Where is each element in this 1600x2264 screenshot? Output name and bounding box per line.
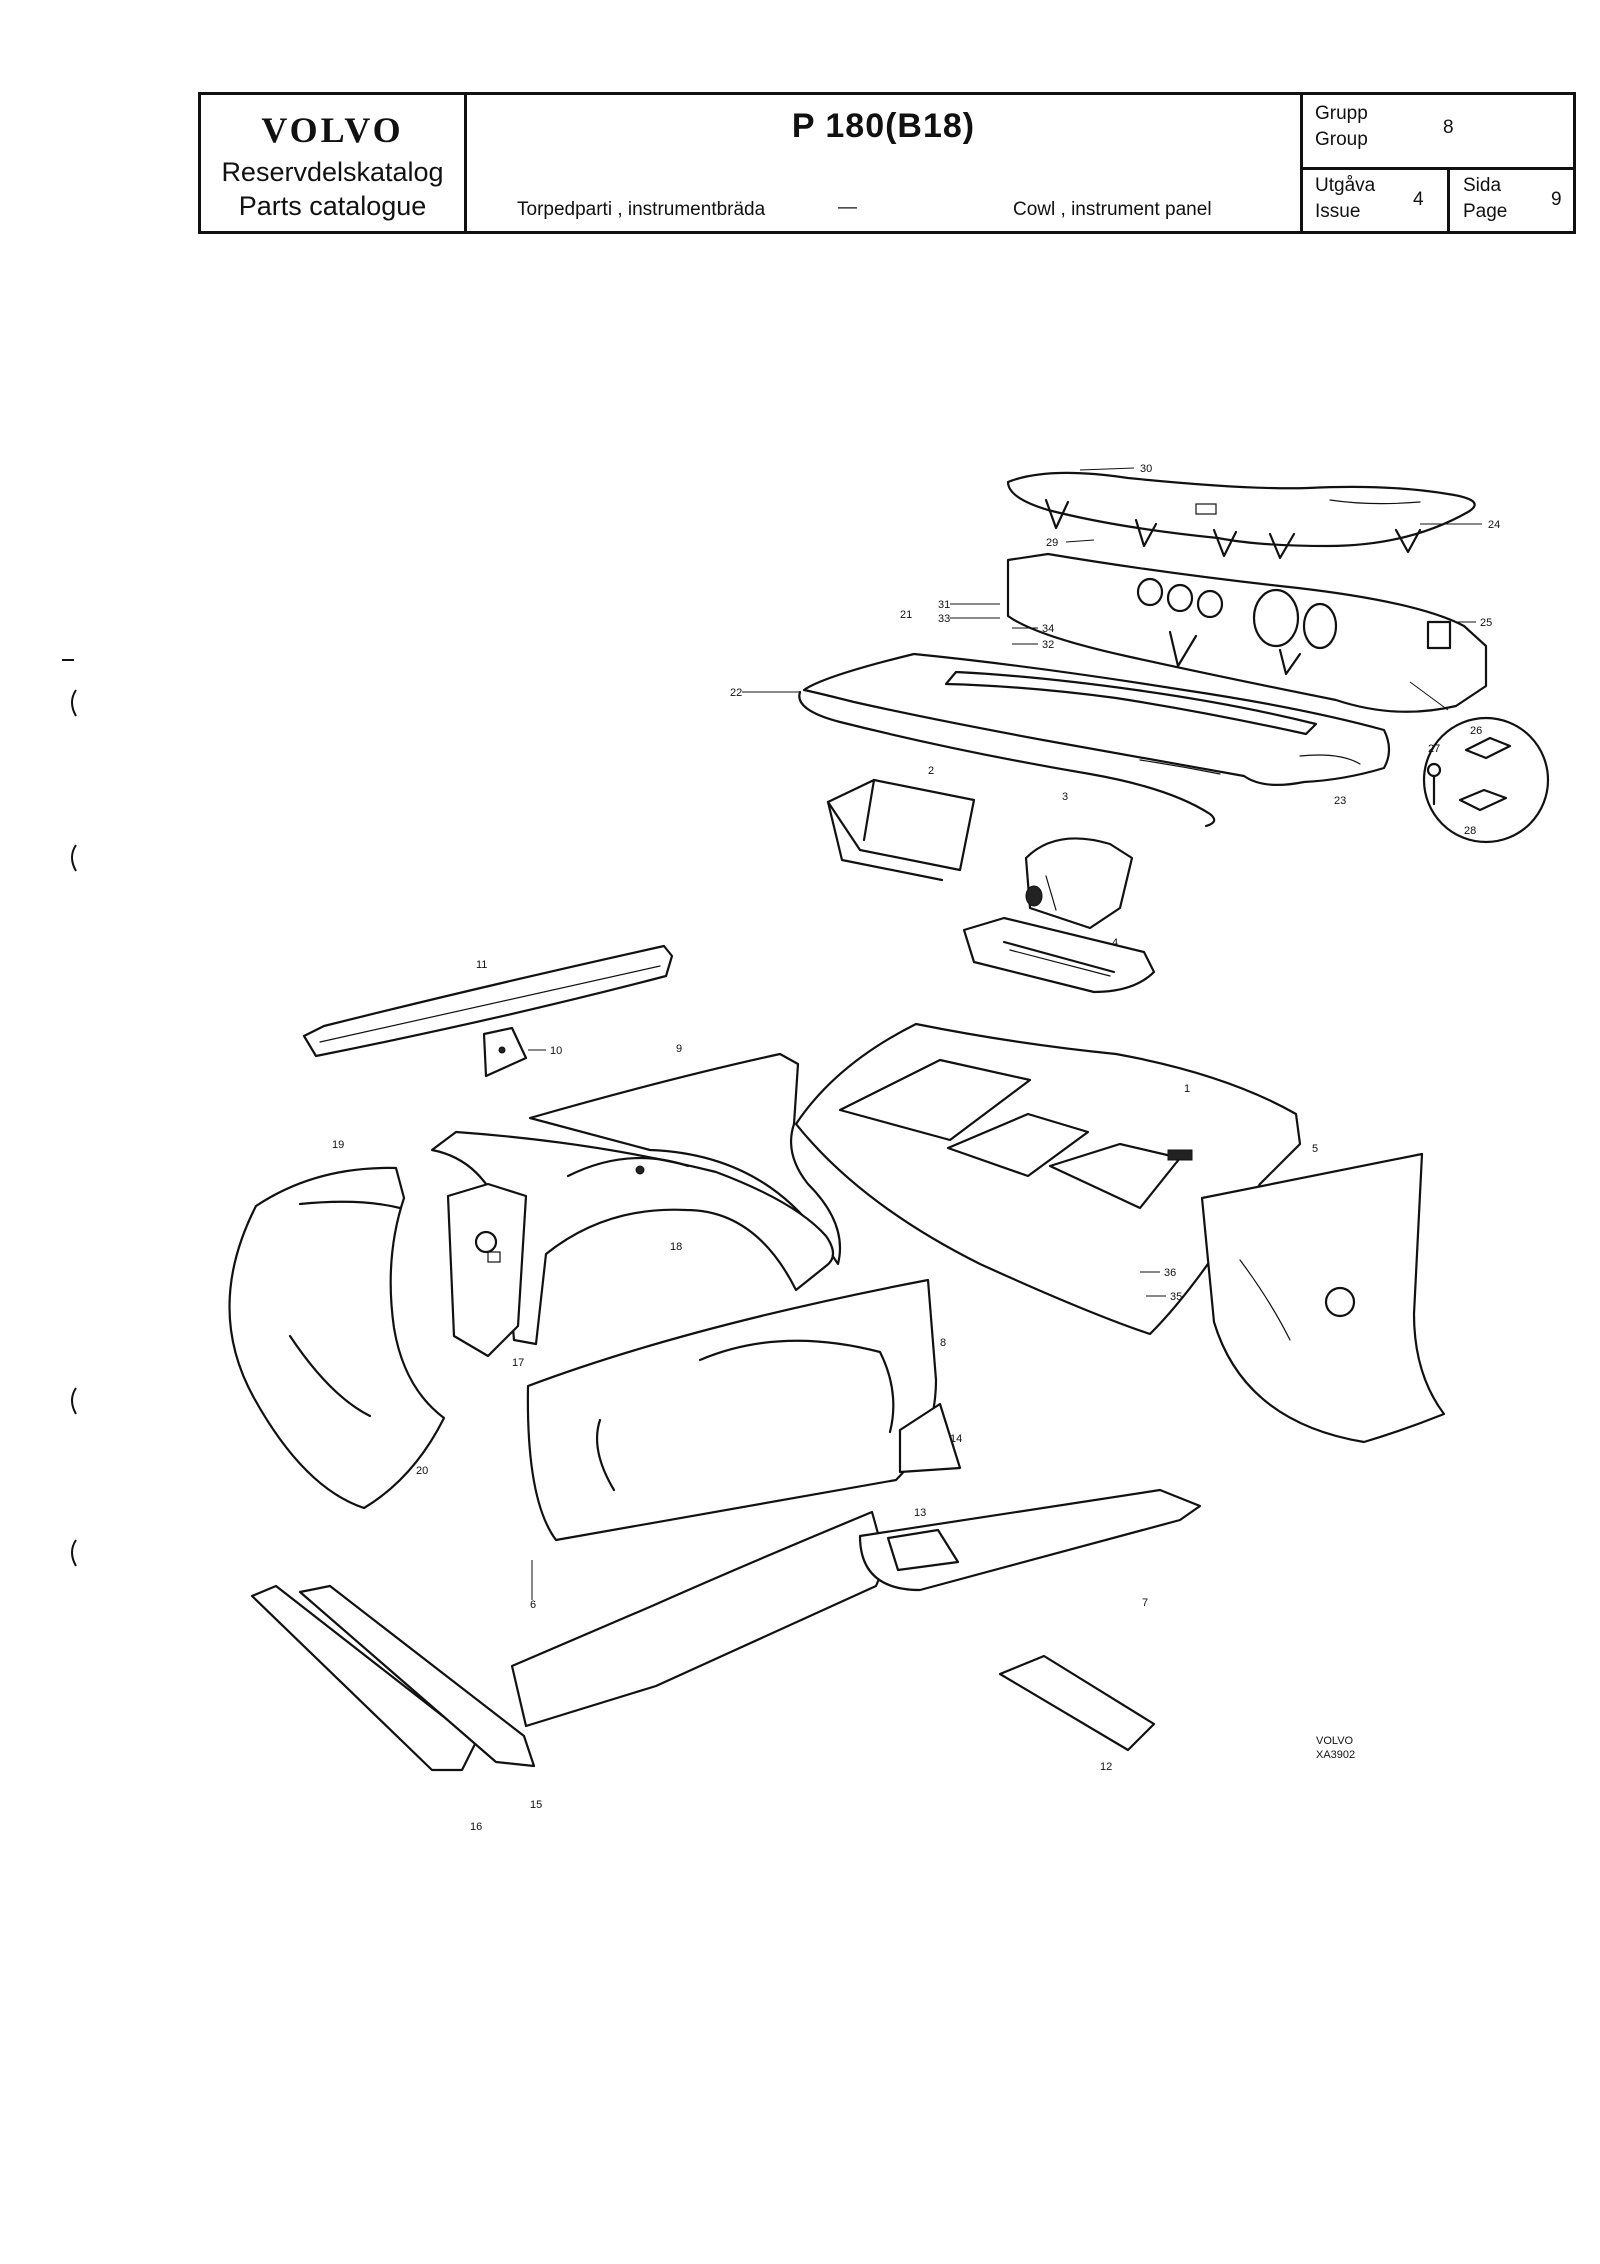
callout-23: 23 <box>1334 795 1346 807</box>
callout-2: 2 <box>928 765 934 777</box>
catalog-header: VOLVO Reservdelskatalog Parts catalogue … <box>198 92 1576 234</box>
part-19-20-wheel-arch <box>228 1166 446 1510</box>
section-title-sv: Torpedparti , instrumentbräda <box>517 199 766 220</box>
part-3-cover-plate <box>1024 837 1134 930</box>
part-9-inner-panel <box>528 1052 842 1266</box>
callout-22: 22 <box>730 687 742 699</box>
callout-31: 31 <box>938 599 950 611</box>
part-14-gusset <box>898 1402 962 1474</box>
callout-30: 30 <box>1140 463 1152 475</box>
model-title: P 180(B18) <box>791 107 976 145</box>
callout-4: 4 <box>1112 937 1118 949</box>
drawing-stamp: VOLVO XA3902 <box>1316 1735 1355 1761</box>
stamp-line1: VOLVO <box>1316 1735 1354 1747</box>
callout-5: 5 <box>1312 1143 1318 1155</box>
part-6-7-floor-rails <box>510 1488 1202 1728</box>
issue-label-en: Issue <box>1315 201 1361 222</box>
callout-11: 11 <box>476 959 487 971</box>
callout-28: 28 <box>1464 825 1476 837</box>
callout-33: 33 <box>938 613 950 625</box>
group-label-sv: Grupp <box>1315 103 1368 124</box>
part-10-bracket <box>482 1026 528 1078</box>
part-4-vent-box <box>962 916 1156 994</box>
callout-34: 34 <box>1042 623 1054 635</box>
issue-value: 4 <box>1413 189 1424 210</box>
callout-12: 12 <box>1100 1761 1112 1773</box>
callout-35: 35 <box>1170 1291 1182 1303</box>
group-row: Grupp Group 8 <box>1303 95 1573 170</box>
callout-20: 20 <box>416 1465 428 1477</box>
callout-9: 9 <box>676 1043 682 1055</box>
brand-cell: VOLVO Reservdelskatalog Parts catalogue <box>201 95 467 231</box>
callout-3: 3 <box>1062 791 1068 803</box>
part-25-instrument-panel <box>1006 552 1488 713</box>
callout-16: 16 <box>470 1821 482 1833</box>
stamp-line2: XA3902 <box>1316 1749 1355 1761</box>
callout-13: 13 <box>914 1507 926 1519</box>
callout-29: 29 <box>1046 537 1058 549</box>
callout-24: 24 <box>1488 519 1500 531</box>
issue-label-sv: Utgåva <box>1315 175 1376 196</box>
callout-19: 19 <box>332 1139 344 1151</box>
part-18-inner-fender <box>430 1130 835 1346</box>
part-12-floor-bracket <box>998 1654 1156 1752</box>
scan-margin-marks <box>62 659 77 1567</box>
callout-26: 26 <box>1470 725 1482 737</box>
part-11-upper-rail <box>302 944 674 1058</box>
part-17-side-plate <box>446 1182 528 1358</box>
page-label-sv: Sida <box>1463 175 1502 196</box>
section-title-en: Cowl , instrument panel <box>1013 199 1212 220</box>
volvo-logo: VOLVO <box>261 110 404 150</box>
catalog-name-en: Parts catalogue <box>238 191 427 221</box>
issue-page-row: Utgåva Issue 4 Sida Page 9 <box>1303 167 1573 231</box>
callout-8: 8 <box>940 1337 946 1349</box>
callout-10: 10 <box>550 1045 562 1057</box>
callout-15: 15 <box>530 1799 542 1811</box>
callout-32: 32 <box>1042 639 1054 651</box>
callout-21: 21 <box>900 609 912 621</box>
part-8-outer-fender <box>526 1278 938 1542</box>
callout-leaders <box>528 467 1482 1600</box>
callout-17: 17 <box>512 1357 524 1369</box>
part-5-side-panel <box>1200 1152 1446 1444</box>
group-label-en: Group <box>1315 129 1368 150</box>
part-22-cowl-seal-strip <box>798 690 1216 828</box>
part-15-16-sill-rails <box>250 1584 536 1772</box>
part-2-glove-box <box>826 778 976 882</box>
meta-cell: Grupp Group 8 Utgåva Issue 4 Sida Page 9 <box>1303 95 1573 231</box>
callout-labels: 1 2 3 4 5 6 7 8 9 10 11 12 13 14 15 16 1… <box>332 463 1500 1833</box>
callout-25: 25 <box>1480 617 1492 629</box>
page-label-en: Page <box>1463 201 1508 222</box>
catalog-name-sv: Reservdelskatalog <box>221 157 444 187</box>
part-1-firewall <box>794 1022 1302 1336</box>
title-cell: P 180(B18) Torpedparti , instrumentbräda… <box>467 95 1303 231</box>
detail-circle-26-27-28 <box>1409 681 1550 844</box>
meta-divider <box>1447 167 1450 231</box>
part-21-cowl-top-panel <box>802 652 1391 787</box>
part-24-dash-top-cover <box>1006 471 1476 560</box>
callout-14: 14 <box>950 1433 962 1445</box>
callout-18: 18 <box>670 1241 682 1253</box>
page-value: 9 <box>1551 189 1562 210</box>
section-title-dash: — <box>838 197 857 218</box>
callout-6: 6 <box>530 1599 536 1611</box>
callout-27: 27 <box>1428 743 1440 755</box>
group-value: 8 <box>1443 117 1454 138</box>
callout-7: 7 <box>1142 1597 1148 1609</box>
callout-36: 36 <box>1164 1267 1176 1279</box>
callout-1: 1 <box>1184 1083 1190 1095</box>
